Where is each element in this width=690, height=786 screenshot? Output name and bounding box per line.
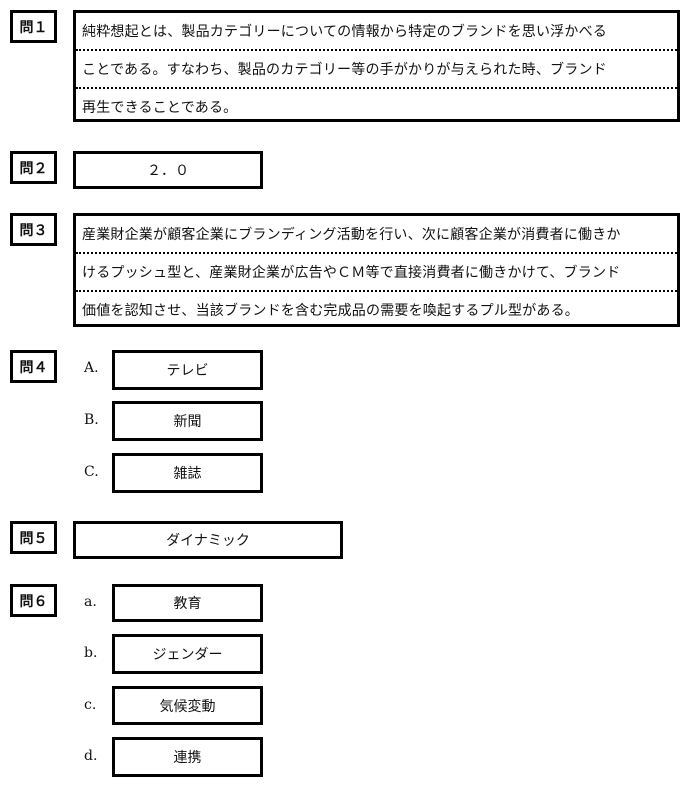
answer-line: 価値を認知させ、当該ブランドを含む完成品の需要を喚起するプル型がある。 [76,290,677,328]
question-6-label: 問６ [10,584,57,617]
question-6c-answer-box: 気候変動 [112,686,263,725]
question-2-label: 問２ [10,151,57,184]
answer-line: 再生できることである。 [76,87,677,125]
sub-label-c: C. [84,464,99,480]
sub-label-b: b. [84,645,98,661]
question-1-answer-box: 純粋想起とは、製品カテゴリーについての情報から特定のブランドを思い浮かべる こと… [73,10,680,122]
answer-line: 純粋想起とは、製品カテゴリーについての情報から特定のブランドを思い浮かべる [82,24,607,40]
sub-label-c: c. [84,697,97,713]
question-5-label: 問５ [10,521,57,554]
question-4b-answer-box: 新聞 [112,401,263,441]
answer-line: けるプッシュ型と、産業財企業が広告やＣＭ等で直接消費者に働きかけて、ブランド [76,252,677,290]
question-3-label: 問３ [10,213,57,246]
question-4a-answer-box: テレビ [112,350,263,390]
sub-label-b: B. [84,412,99,428]
question-6d-answer-box: 連携 [112,737,263,777]
question-2-answer-box: ２．０ [73,151,263,189]
question-6a-answer-box: 教育 [112,584,263,622]
answer-line: ことである。すなわち、製品のカテゴリー等の手がかりが与えられた時、ブランド [76,49,677,87]
question-6b-answer-box: ジェンダー [112,634,263,674]
question-5-answer-box: ダイナミック [73,521,343,559]
sub-label-d: d. [84,748,98,764]
answer-line: 産業財企業が顧客企業にブランディング活動を行い、次に顧客企業が消費者に働きか [82,227,621,243]
question-4-label: 問４ [10,350,57,383]
question-1-label: 問１ [10,10,57,43]
question-4c-answer-box: 雑誌 [112,453,263,493]
question-3-answer-box: 産業財企業が顧客企業にブランディング活動を行い、次に顧客企業が消費者に働きか け… [73,213,680,327]
sub-label-a: a. [84,594,97,610]
sub-label-a: A. [84,360,99,376]
